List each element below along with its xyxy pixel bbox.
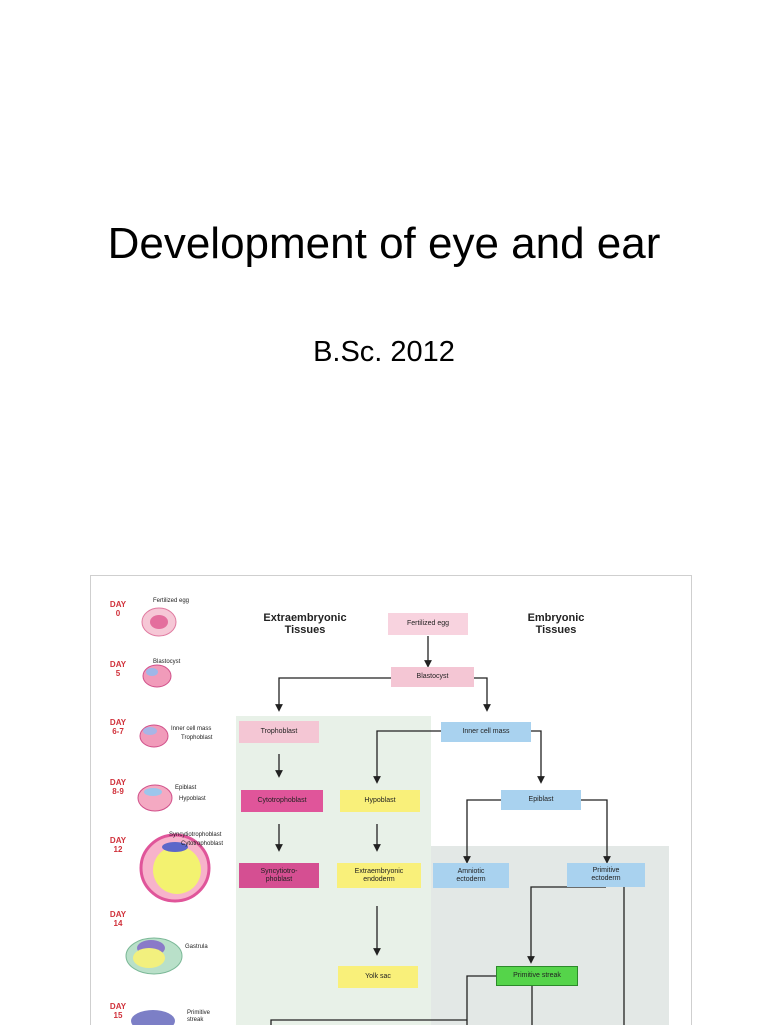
gastrula-illustration — [125, 937, 183, 975]
cell-label: Trophoblast — [181, 735, 213, 741]
cell-label: Epiblast — [175, 785, 197, 791]
extraembryonic-endoderm-box: Extraembryonic endoderm — [337, 863, 421, 888]
primitive-streak-box: Primitive streak — [496, 966, 578, 986]
stage-illustrations — [125, 607, 211, 1025]
fertilized-egg-illustration — [141, 607, 177, 637]
blastocyst-box: Blastocyst — [391, 667, 474, 687]
amniotic-ectoderm-box: Amniotic ectoderm — [433, 863, 509, 888]
cell-label: Syncytiotrophoblast — [169, 832, 222, 838]
day-label: DAY 8-9 — [109, 778, 127, 796]
fertilized-egg-box: Fertilized egg — [388, 613, 468, 635]
primitive-streak-illustration — [131, 1010, 175, 1025]
primitive-ectoderm-box: Primitive ectoderm — [567, 863, 645, 887]
day-label: DAY 6-7 — [109, 718, 127, 736]
blastocyst-illustration — [142, 664, 172, 688]
connector-lines — [270, 636, 625, 1025]
syncytiotrophoblast-box: Syncytiotro- phoblast — [239, 863, 319, 888]
yolk-sac-box: Yolk sac — [338, 966, 418, 988]
cell-label: Blastocyst — [153, 659, 181, 665]
cell-label: Inner cell mass — [171, 726, 212, 732]
cell-label: Gastrula — [185, 944, 208, 950]
cell-label: Fertilized egg — [153, 598, 190, 604]
day-label: DAY 14 — [109, 910, 127, 928]
slide-title: Development of eye and ear — [107, 219, 661, 268]
day-label: DAY 0 — [109, 600, 127, 618]
extraembryonic-title: Extraembryonic Tissues — [263, 612, 347, 636]
day12-illustration — [139, 833, 211, 903]
epiblast-illustration — [137, 784, 173, 812]
day-label: DAY 15 — [109, 1002, 127, 1020]
day-label: DAY 12 — [109, 836, 127, 854]
inner-cell-mass-illustration — [139, 724, 169, 748]
cell-label: Cytotrophoblast — [181, 841, 224, 847]
embryo-development-diagram: DAY 0 DAY 5 DAY 6-7 DAY 8-9 DAY 12 DAY 1… — [90, 575, 692, 1025]
embryonic-title: Embryonic Tissues — [527, 612, 585, 636]
epiblast-box: Epiblast — [501, 790, 581, 810]
hypoblast-box: Hypoblast — [340, 790, 420, 812]
inner-cell-mass-box: Inner cell mass — [441, 722, 531, 742]
slide-subtitle: B.Sc. 2012 — [313, 336, 455, 368]
cytotrophoblast-box: Cytotrophoblast — [241, 790, 323, 812]
day-label: DAY 5 — [109, 660, 127, 678]
trophoblast-box: Trophoblast — [239, 721, 319, 743]
cell-label: Primitive streak — [187, 1010, 211, 1023]
cell-label: Hypoblast — [179, 796, 206, 802]
